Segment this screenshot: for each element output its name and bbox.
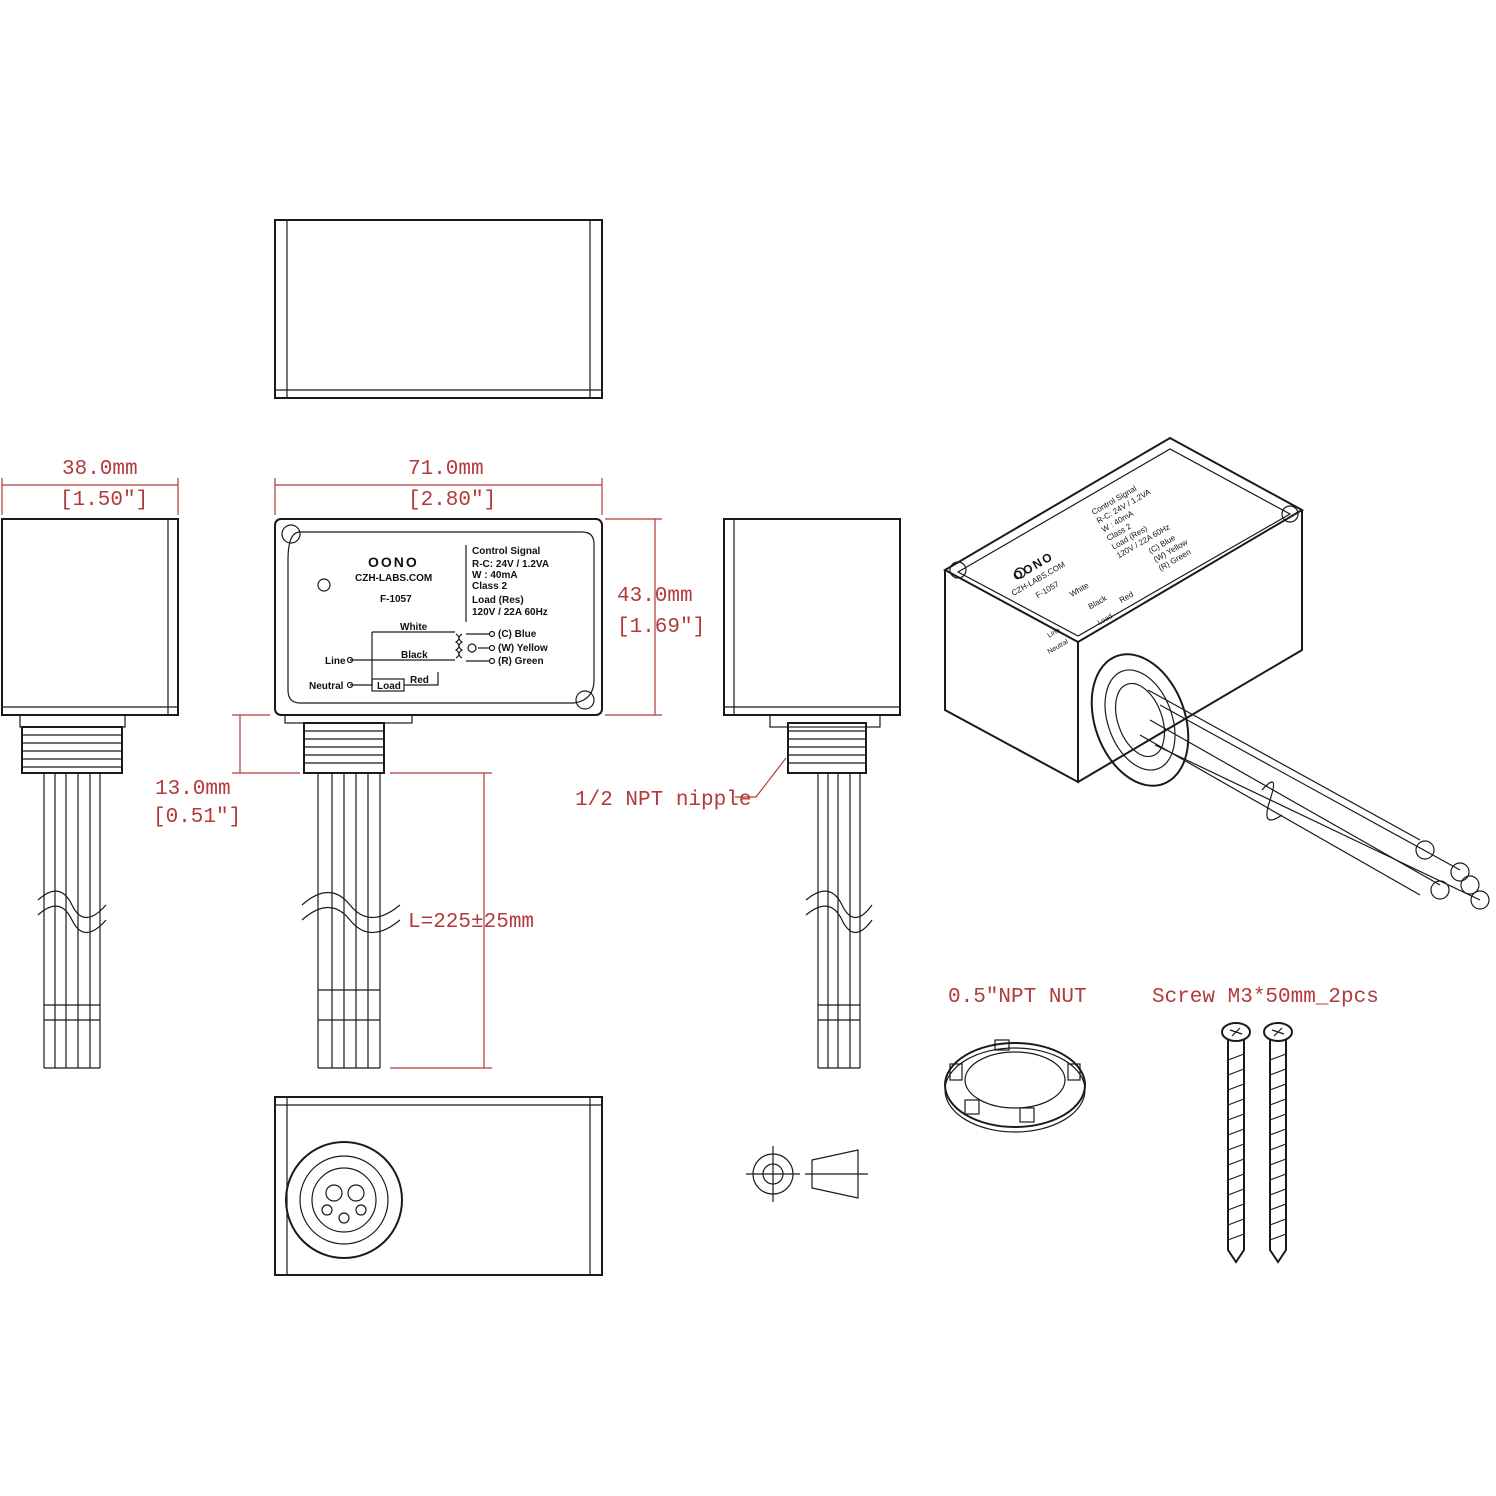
front-line: Line <box>325 656 346 667</box>
right-wires <box>805 773 873 1069</box>
screw-label: Screw M3*50mm_2pcs <box>1152 986 1379 1009</box>
iso-load: Load <box>1097 613 1114 627</box>
npt-nut <box>944 1039 1086 1133</box>
screw-2 <box>1263 1022 1293 1264</box>
front-spec-4: Load (Res) <box>472 595 524 606</box>
front-view: OONO CZH-LABS.COM F-1057 Control Signal … <box>274 518 603 1069</box>
right-nipple-thread <box>787 722 867 774</box>
front-website: CZH-LABS.COM <box>355 573 432 584</box>
left-wires <box>37 773 107 1069</box>
nut-label: 0.5"NPT NUT <box>948 986 1087 1009</box>
front-nipple-thread <box>303 722 385 774</box>
front-spec-0: Control Signal <box>472 546 541 557</box>
iso-wire-black: Black <box>1087 593 1109 611</box>
iso-wire-white: White <box>1068 581 1091 599</box>
front-terminal-r: (R) Green <box>498 656 544 667</box>
iso-line: Line <box>1047 627 1062 640</box>
right-side-view <box>723 518 901 1069</box>
front-spec-5: 120V / 22A 60Hz <box>472 607 548 618</box>
front-terminal-c: (C) Blue <box>498 629 537 640</box>
screw-1 <box>1221 1022 1251 1264</box>
isometric-view: OONO CZH-LABS.COM F-1057 Control Signal … <box>942 436 1490 910</box>
top-view <box>274 219 603 399</box>
iso-neutral: Neutral <box>1047 638 1070 656</box>
height-mm-label: 43.0mm <box>617 585 693 608</box>
height-in-label: [1.69"] <box>617 616 705 639</box>
depth-mm-label: 38.0mm <box>62 458 138 481</box>
front-wire-black: Black <box>401 650 428 661</box>
dimension-lines <box>1 478 787 1069</box>
front-wire-red: Red <box>410 675 429 686</box>
iso-wire-red: Red <box>1118 590 1135 605</box>
width-in-label: [2.80"] <box>408 489 496 512</box>
front-spec-2: W : 40mA <box>472 570 518 581</box>
front-wire-white: White <box>400 622 428 633</box>
left-nipple-thread <box>21 726 123 774</box>
width-mm-label: 71.0mm <box>408 458 484 481</box>
projection-symbol <box>746 1146 868 1202</box>
depth-in-label: [1.50"] <box>60 489 148 512</box>
left-side-view <box>1 518 179 1069</box>
lead-length-label: L=225±25mm <box>408 911 534 934</box>
bottom-view <box>274 1096 603 1276</box>
front-spec-1: R-C: 24V / 1.2VA <box>472 559 549 570</box>
front-neutral: Neutral <box>309 681 344 692</box>
front-model: F-1057 <box>380 594 412 605</box>
nipple-in-label: [0.51"] <box>153 806 241 829</box>
front-load: Load <box>377 681 401 692</box>
screws <box>1221 1022 1293 1264</box>
npt-nipple-label: 1/2 NPT nipple <box>575 789 751 812</box>
front-brand: OONO <box>368 554 419 570</box>
front-label: OONO CZH-LABS.COM F-1057 Control Signal … <box>309 545 549 692</box>
front-wires <box>301 773 401 1069</box>
nipple-mm-label: 13.0mm <box>155 778 231 801</box>
front-spec-3: Class 2 <box>472 581 507 592</box>
front-terminal-w: (W) Yellow <box>498 643 548 654</box>
